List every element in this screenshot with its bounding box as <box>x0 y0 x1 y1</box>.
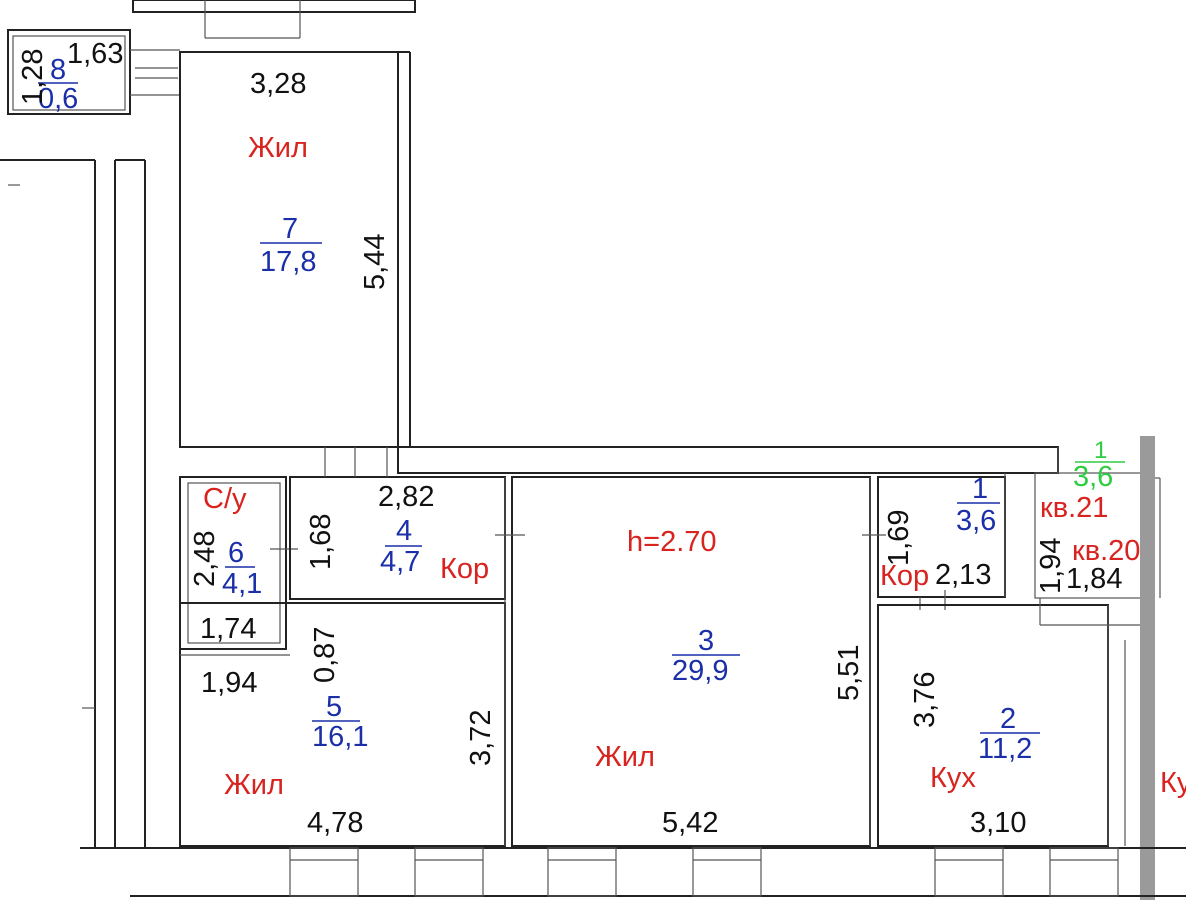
room-1-area: 3,6 <box>956 505 996 537</box>
dim-kitchen-length: 3,76 <box>909 672 941 728</box>
dim-room7-width: 3,28 <box>250 68 306 100</box>
dim-room5-length: 3,72 <box>465 710 497 766</box>
ceiling-height-label: h=2.70 <box>627 526 717 558</box>
room-7-type: Жил <box>248 132 308 164</box>
dim-balcony-width: 1,63 <box>67 38 123 70</box>
room-8-area: 0,6 <box>38 83 78 115</box>
dim-room5-inner: 1,94 <box>201 667 257 699</box>
room-2-area: 11,2 <box>978 733 1032 765</box>
room-5-area: 16,1 <box>312 721 368 753</box>
room-6-number: 6 <box>228 537 244 569</box>
apartment-21-label: кв.21 <box>1040 492 1108 524</box>
external-room-number: 1 <box>1094 437 1107 464</box>
room-3-type: Жил <box>595 741 655 773</box>
dim-room3-width: 5,42 <box>662 807 718 839</box>
dim-room7-length: 5,44 <box>359 234 391 290</box>
room-4-area: 4,7 <box>380 546 420 578</box>
dim-room4-length: 1,68 <box>305 514 337 570</box>
room-1-type: Кор <box>880 560 929 592</box>
dim-kitchen-width: 3,10 <box>970 807 1026 839</box>
dim-apt21-width: 1,84 <box>1066 563 1122 595</box>
room-5-type: Жил <box>224 769 284 801</box>
apartment-20-label: кв.20 <box>1072 535 1140 567</box>
room-5-number: 5 <box>326 691 342 723</box>
external-room-area: 3,6 <box>1073 461 1113 493</box>
dim-room4-width: 2,82 <box>378 481 434 513</box>
room-4-number: 4 <box>396 515 412 547</box>
room-6-area: 4,1 <box>222 568 262 600</box>
adjacent-kitchen-label: Ку <box>1160 767 1186 799</box>
room-2-number: 2 <box>1000 703 1016 735</box>
room-7-area: 17,8 <box>260 246 316 278</box>
room-3-number: 3 <box>698 625 714 657</box>
dim-room1-height: 1,69 <box>883 510 915 566</box>
dim-room1-width: 2,13 <box>935 559 991 591</box>
room-6-type: С/у <box>203 483 247 515</box>
dim-room6-width: 1,74 <box>200 613 256 645</box>
fraction-lines <box>38 82 1125 734</box>
room-2-type: Кух <box>930 762 976 794</box>
dim-room3-length: 5,51 <box>833 645 865 701</box>
dim-passage: 0,87 <box>309 627 341 683</box>
room-4-type: Кор <box>440 553 489 585</box>
room-8-number: 8 <box>50 54 66 86</box>
dim-room6-length: 2,48 <box>189 531 221 587</box>
dim-balcony-height: 1,28 <box>17 49 49 105</box>
room-1-number: 1 <box>972 473 988 505</box>
room-3-area: 29,9 <box>672 655 728 687</box>
dim-apt21-height: 1,94 <box>1035 538 1067 594</box>
room-7-number: 7 <box>282 213 298 245</box>
dim-room5-width: 4,78 <box>307 807 363 839</box>
